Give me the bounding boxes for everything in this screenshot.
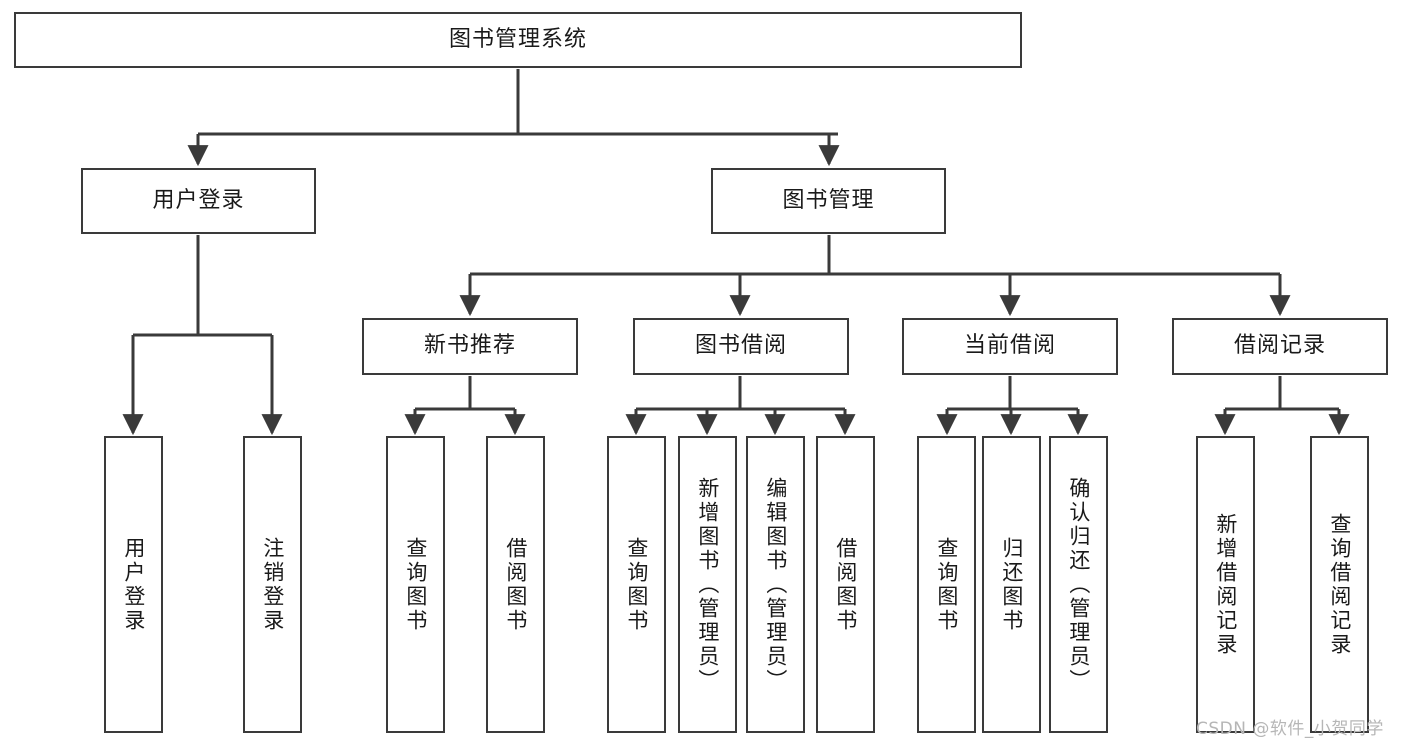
- node-new-book-recommend-label: 新书推荐: [423, 333, 516, 359]
- node-book-management-label: 图书管理: [782, 187, 875, 213]
- leaf-borrow-edit-book[interactable]: 编辑图书（管理员）: [746, 436, 805, 733]
- leaf-record-add[interactable]: 新增借阅记录: [1196, 436, 1255, 733]
- node-book-borrow[interactable]: 图书借阅: [633, 318, 849, 375]
- leaf-label: 查询图书: [403, 536, 428, 633]
- leaf-label: 编辑图书（管理员）: [763, 476, 788, 693]
- leaf-borrow-add-book[interactable]: 新增图书（管理员）: [678, 436, 737, 733]
- node-current-borrow[interactable]: 当前借阅: [902, 318, 1118, 375]
- leaf-label: 查询借阅记录: [1327, 512, 1352, 657]
- node-book-management[interactable]: 图书管理: [711, 168, 946, 234]
- node-borrow-record-label: 借阅记录: [1233, 333, 1326, 359]
- leaf-label: 借阅图书: [503, 536, 528, 633]
- leaf-borrow-borrow-book[interactable]: 借阅图书: [816, 436, 875, 733]
- leaf-new-book-borrow[interactable]: 借阅图书: [486, 436, 545, 733]
- leaf-record-query[interactable]: 查询借阅记录: [1310, 436, 1369, 733]
- leaf-borrow-query-book[interactable]: 查询图书: [607, 436, 666, 733]
- node-borrow-record[interactable]: 借阅记录: [1172, 318, 1388, 375]
- leaf-label: 查询图书: [624, 536, 649, 633]
- node-root-label: 图书管理系统: [448, 26, 587, 52]
- leaf-user-login-logout[interactable]: 注销登录: [243, 436, 302, 733]
- node-user-login-label: 用户登录: [152, 187, 245, 213]
- leaf-label: 新增借阅记录: [1213, 512, 1238, 657]
- node-new-book-recommend[interactable]: 新书推荐: [362, 318, 578, 375]
- leaf-label: 新增图书（管理员）: [695, 476, 720, 693]
- node-user-login[interactable]: 用户登录: [81, 168, 316, 234]
- leaf-current-return-book[interactable]: 归还图书: [982, 436, 1041, 733]
- leaf-label: 注销登录: [260, 536, 285, 633]
- leaf-label: 确认归还（管理员）: [1066, 476, 1091, 693]
- leaf-user-login-login[interactable]: 用户登录: [104, 436, 163, 733]
- leaf-new-book-query[interactable]: 查询图书: [386, 436, 445, 733]
- csdn-watermark: CSDN @软件_小贺同学: [1196, 719, 1384, 739]
- leaf-current-query-book[interactable]: 查询图书: [917, 436, 976, 733]
- leaf-label: 查询图书: [934, 536, 959, 633]
- leaf-current-confirm-return[interactable]: 确认归还（管理员）: [1049, 436, 1108, 733]
- leaf-label: 借阅图书: [833, 536, 858, 633]
- node-book-borrow-label: 图书借阅: [694, 333, 787, 359]
- leaf-label: 用户登录: [121, 536, 146, 633]
- leaf-label: 归还图书: [999, 536, 1024, 633]
- node-root[interactable]: 图书管理系统: [14, 12, 1022, 68]
- node-current-borrow-label: 当前借阅: [963, 333, 1056, 359]
